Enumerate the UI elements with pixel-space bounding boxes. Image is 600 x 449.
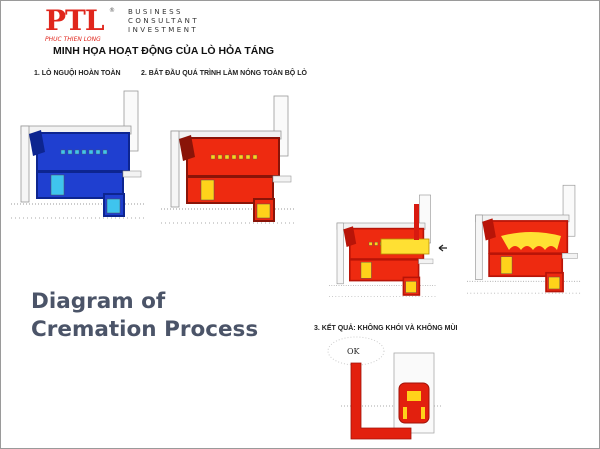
flames — [501, 232, 561, 250]
furnace-door — [414, 204, 419, 240]
step-2-label: 2. BẮT ĐẦU QUÁ TRÌNH LÀM NÓNG TOÀN BỘ LÒ — [141, 70, 307, 77]
step-3-label: 3. KẾT QUẢ: KHÔNG KHÓI VÀ KHÔNG MÙI — [314, 325, 458, 332]
diagram-heading: MINH HỌA HOẠT ĐỘNG CỦA LÒ HỎA TÁNG — [53, 45, 275, 57]
diagram-title: Diagram of Cremation Process — [31, 289, 259, 342]
furnace-heating — [160, 95, 297, 224]
company-tagline: BUSINESS CONSULTANT INVESTMENT — [128, 8, 200, 34]
coffin — [380, 238, 430, 255]
arrow-icon — [438, 244, 447, 252]
ptl-logo: PTL PHUC THIEN LONG ® — [45, 4, 115, 44]
furnace-result: OK — [327, 336, 441, 440]
step-1-label: 1. LÒ NGUỘI HOÀN TOÀN — [34, 70, 121, 77]
furnace-cold — [10, 90, 147, 219]
ok-label: OK — [347, 347, 361, 356]
